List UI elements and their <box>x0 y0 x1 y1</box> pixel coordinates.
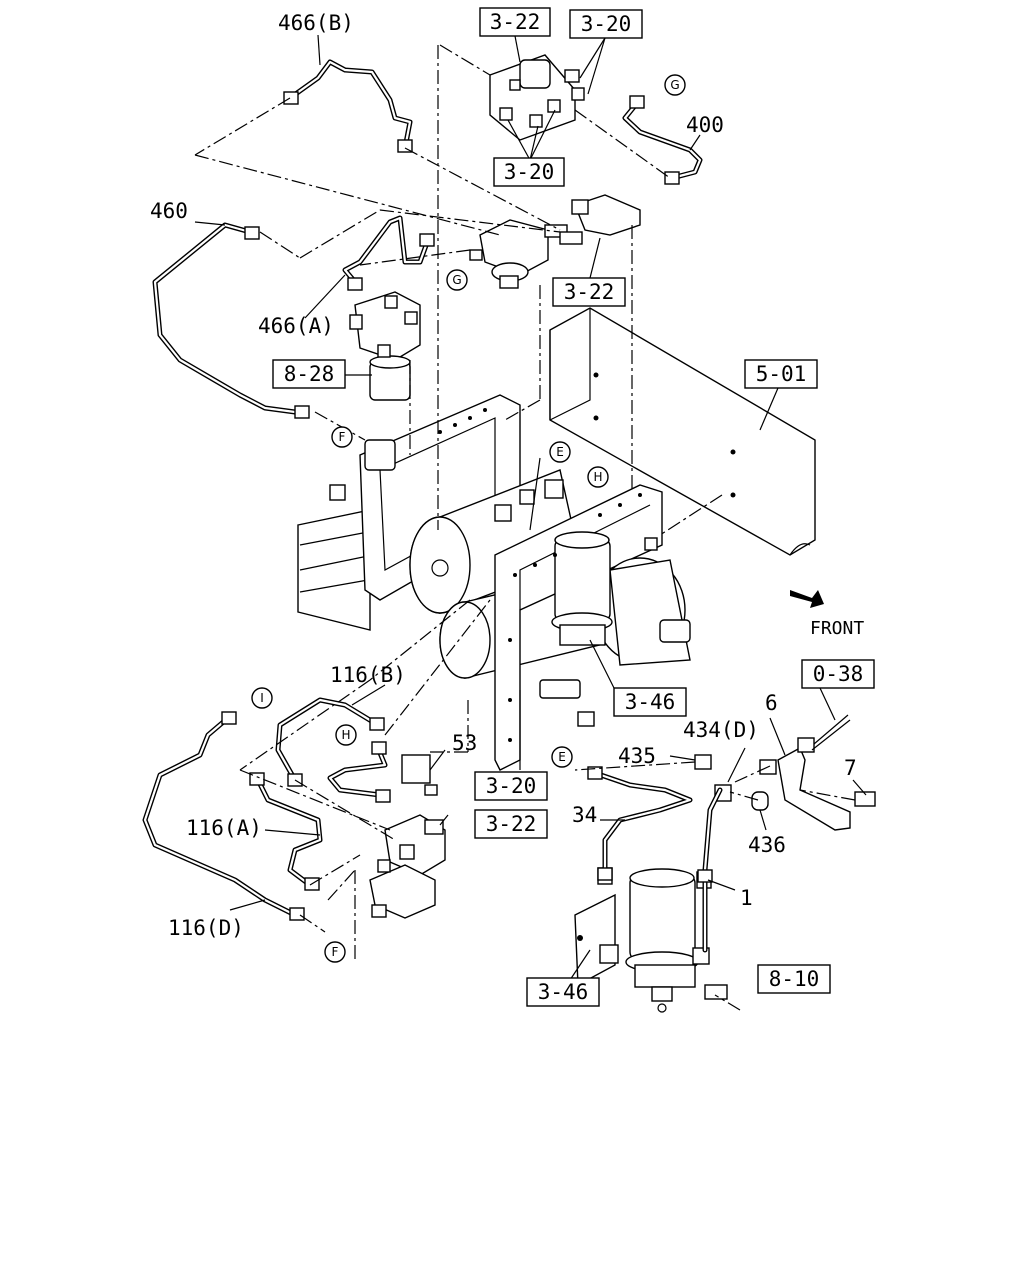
middle-valve-assembly <box>469 194 641 289</box>
part-labels: 466(B) 400 460 466(A) 116(B) 53 116(A) 1… <box>150 11 864 940</box>
ref-3-20-mid: 3-20 <box>504 160 555 184</box>
ref-box-0-38 <box>801 659 875 689</box>
ref-3-46-lower: 3-46 <box>538 980 589 1004</box>
label-434d: 434(D) <box>683 718 759 742</box>
ref-0-38: 0-38 <box>813 662 864 686</box>
valve-8-28 <box>349 291 421 401</box>
ref-box-3-22-lower <box>474 809 548 839</box>
marker-g-top: G <box>670 78 679 92</box>
ref-8-28: 8-28 <box>284 362 335 386</box>
ref-box-3-46-upper <box>613 687 687 717</box>
label-116d: 116(D) <box>168 916 244 940</box>
ref-3-20-lower: 3-20 <box>486 774 537 798</box>
marker-i: I <box>260 691 264 705</box>
label-116a: 116(A) <box>186 816 262 840</box>
ref-box-5-01 <box>744 359 818 389</box>
ref-box-8-10 <box>757 964 831 994</box>
front-arrow-icon <box>790 590 824 608</box>
tank-bracket-assembly <box>297 394 691 771</box>
ref-8-10: 8-10 <box>769 967 820 991</box>
ref-3-22-top: 3-22 <box>490 10 541 34</box>
marker-e-lower: E <box>558 750 566 764</box>
ref-box-3-46-lower <box>526 977 600 1007</box>
top-valve-assembly <box>489 54 585 141</box>
ref-box-3-22-top <box>479 7 551 37</box>
ref-3-20-top: 3-20 <box>581 12 632 36</box>
marker-e-upper: E <box>556 445 564 459</box>
label-6: 6 <box>765 691 778 715</box>
label-1: 1 <box>740 886 753 910</box>
ref-box-8-28 <box>272 359 346 389</box>
ref-3-22-mid: 3-22 <box>564 280 615 304</box>
label-460: 460 <box>150 199 188 223</box>
air-dryer <box>574 867 712 1013</box>
label-466b: 466(B) <box>278 11 354 35</box>
connection-lines <box>194 44 856 1011</box>
marker-h-upper: H <box>593 470 602 484</box>
ref-5-01: 5-01 <box>756 362 807 386</box>
leader-lines <box>194 34 867 981</box>
label-436: 436 <box>748 833 786 857</box>
frame-rail <box>549 307 816 556</box>
ref-box-3-20-mid <box>493 157 565 187</box>
label-466a: 466(A) <box>258 314 334 338</box>
ref-box-3-20-lower <box>474 771 548 801</box>
pipes <box>142 59 723 953</box>
marker-h-lower: H <box>341 728 350 742</box>
ref-3-22-lower: 3-22 <box>486 812 537 836</box>
marker-f-upper: F <box>339 430 346 444</box>
reference-boxes: 3-22 3-20 3-20 3-22 8-28 5-01 3-46 0-38 … <box>272 7 875 1007</box>
label-34: 34 <box>572 803 597 827</box>
label-front: FRONT <box>810 618 864 639</box>
circle-markers: G G F E H I H E F <box>251 74 686 963</box>
marker-f-lower: F <box>332 945 339 959</box>
label-400: 400 <box>686 113 724 137</box>
lower-left-valve <box>369 754 446 919</box>
label-7: 7 <box>844 756 857 780</box>
ref-box-3-22-mid <box>552 277 626 307</box>
label-53: 53 <box>452 731 477 755</box>
ref-box-3-20-top <box>569 9 643 39</box>
marker-g-mid: G <box>452 273 461 287</box>
label-435: 435 <box>618 744 656 768</box>
label-116b: 116(B) <box>330 663 406 687</box>
ref-3-46-upper: 3-46 <box>625 690 676 714</box>
